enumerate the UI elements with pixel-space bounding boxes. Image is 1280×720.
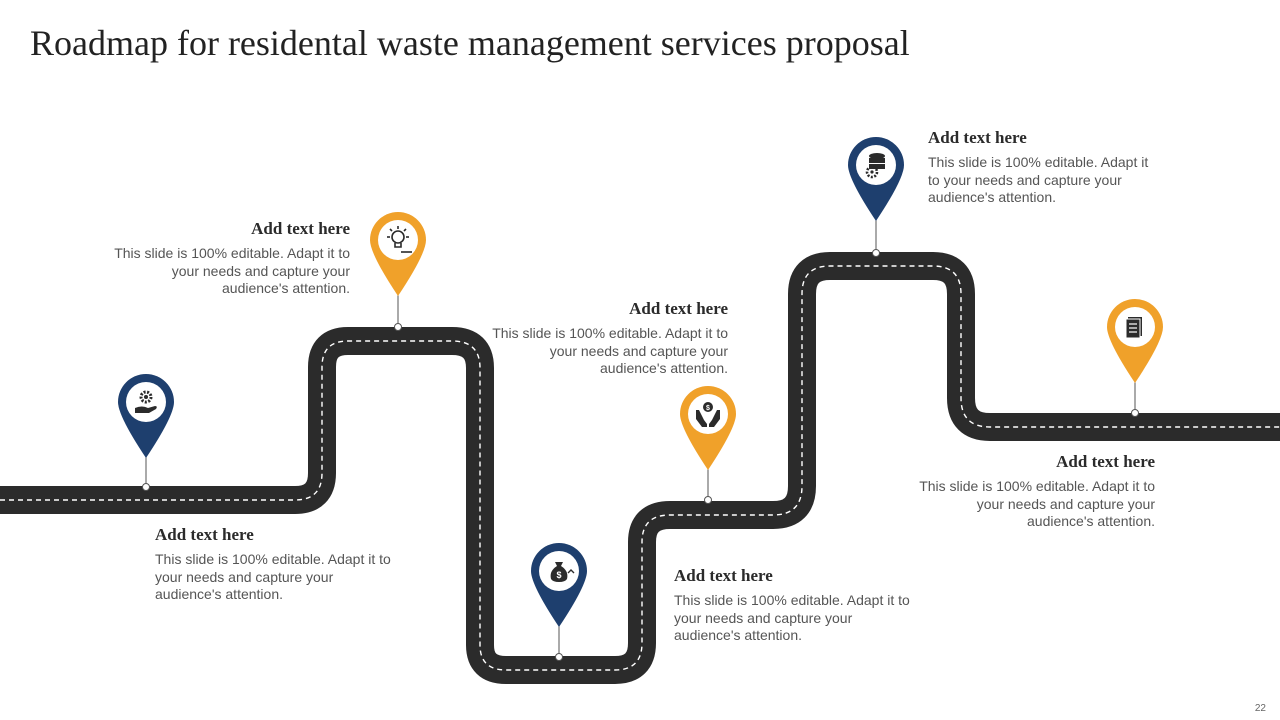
milestone-1-body: This slide is 100% editable. Adapt it to… bbox=[155, 551, 391, 602]
milestone-2-heading: Add text here bbox=[251, 219, 350, 238]
milestone-6-text: Add text here This slide is 100% editabl… bbox=[915, 452, 1155, 531]
pin-4: $ bbox=[680, 386, 736, 504]
database-gear-icon bbox=[865, 153, 885, 179]
page-number: 22 bbox=[1254, 703, 1266, 714]
svg-text:$: $ bbox=[556, 570, 561, 580]
slide-title: Roadmap for residental waste management … bbox=[30, 23, 910, 63]
milestone-6-body: This slide is 100% editable. Adapt it to… bbox=[919, 478, 1155, 529]
pin-3: $ bbox=[531, 543, 587, 661]
milestone-3-body: This slide is 100% editable. Adapt it to… bbox=[674, 592, 910, 643]
svg-text:$: $ bbox=[706, 405, 710, 412]
lightbulb-brain-icon bbox=[387, 226, 412, 253]
milestone-4-text: Add text here This slide is 100% editabl… bbox=[488, 299, 728, 378]
milestone-6-heading: Add text here bbox=[1056, 452, 1155, 471]
milestone-1-heading: Add text here bbox=[155, 525, 254, 544]
milestone-4-heading: Add text here bbox=[629, 299, 728, 318]
document-icon bbox=[1125, 317, 1142, 339]
milestone-2-text: Add text here This slide is 100% editabl… bbox=[110, 219, 350, 298]
pin-5 bbox=[848, 137, 904, 257]
milestone-4-body: This slide is 100% editable. Adapt it to… bbox=[492, 325, 728, 376]
pin-1 bbox=[118, 374, 174, 491]
milestone-3-text: Add text here This slide is 100% editabl… bbox=[674, 566, 914, 645]
milestone-3-heading: Add text here bbox=[674, 566, 773, 585]
hands-holding-coins-icon: $ bbox=[696, 402, 720, 427]
road-center-line bbox=[0, 265, 1280, 671]
milestone-2-body: This slide is 100% editable. Adapt it to… bbox=[114, 245, 350, 296]
milestone-5-body: This slide is 100% editable. Adapt it to… bbox=[928, 154, 1149, 205]
gear-on-hand-icon bbox=[135, 390, 157, 413]
pin-6 bbox=[1107, 299, 1163, 417]
money-bag-icon: $ bbox=[550, 562, 575, 582]
milestone-5-text: Add text here This slide is 100% editabl… bbox=[928, 128, 1153, 207]
milestone-5-heading: Add text here bbox=[928, 128, 1027, 147]
milestone-1-text: Add text here This slide is 100% editabl… bbox=[155, 525, 395, 604]
pin-2 bbox=[370, 212, 426, 331]
